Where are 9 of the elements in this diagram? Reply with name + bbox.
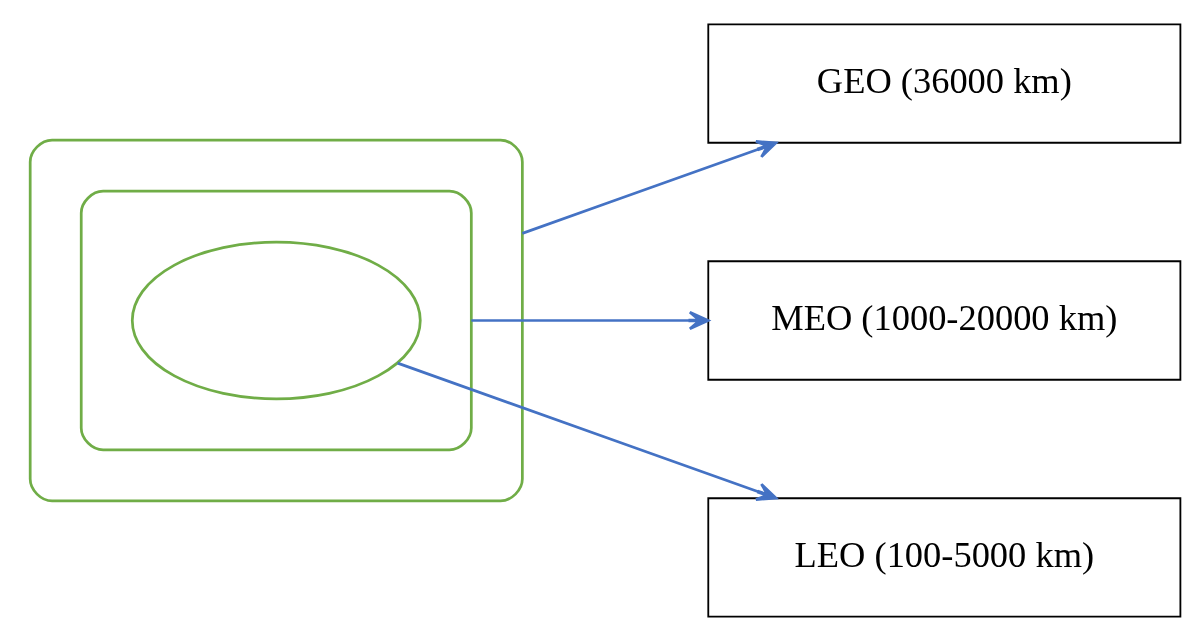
node-ellipse: [130, 240, 422, 401]
node-box: MEO (1000-20000 km): [707, 260, 1182, 381]
cluster: [28, 138, 524, 503]
node-box: LEO (100-5000 km): [707, 497, 1182, 618]
cluster: [79, 189, 473, 452]
arrow: [521, 140, 778, 235]
node-box: GEO (36000 km): [707, 23, 1182, 144]
arrow: [397, 361, 778, 501]
arrow: [471, 310, 710, 331]
